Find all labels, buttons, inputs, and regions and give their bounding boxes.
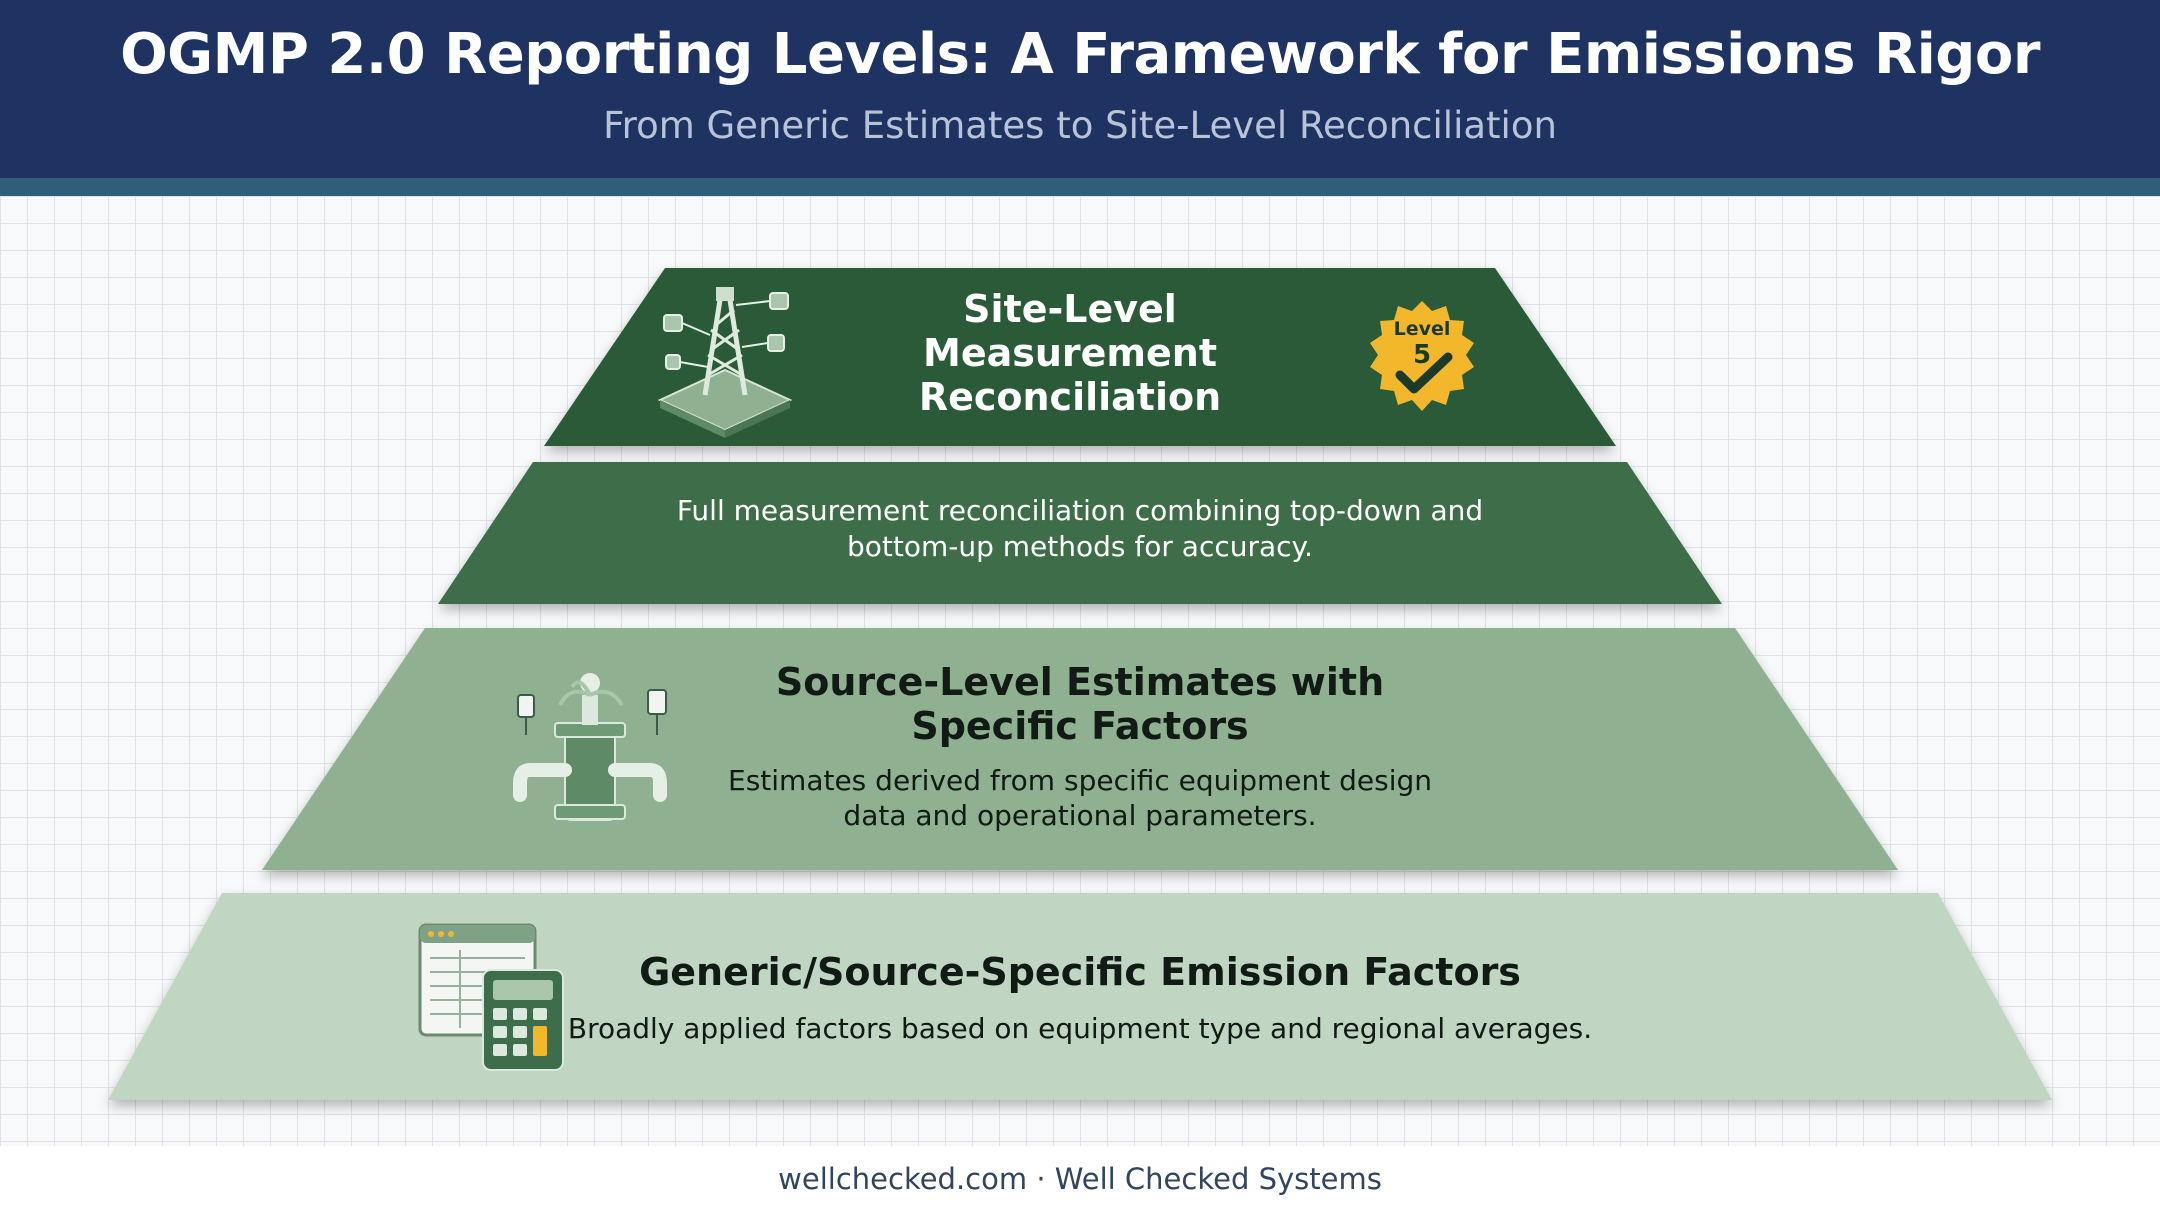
tier-third-shape bbox=[262, 628, 1898, 870]
badge-level-label: Level bbox=[1393, 318, 1451, 340]
tier-third-title: Source-Level Estimates with Specific Fac… bbox=[775, 660, 1385, 748]
tier-top-title: Site-Level Measurement Reconciliation bbox=[918, 287, 1222, 419]
calculator-spreadsheet-icon bbox=[418, 923, 564, 1071]
tier-third-description: Estimates derived from specific equipmen… bbox=[728, 764, 1432, 832]
tier-base-title: Generic/Source-Specific Emission Factors bbox=[639, 950, 1521, 994]
oil-rig-icon bbox=[657, 287, 793, 438]
tier-top-shape bbox=[544, 268, 1616, 446]
page-title: OGMP 2.0 Reporting Levels: A Framework f… bbox=[120, 22, 2040, 87]
valve-leak-icon bbox=[513, 673, 667, 821]
page-subtitle: From Generic Estimates to Site-Level Rec… bbox=[603, 104, 1557, 147]
tier-second-shape bbox=[438, 462, 1722, 604]
tier-base-shape bbox=[108, 893, 2052, 1100]
level-badge-icon bbox=[1370, 301, 1474, 411]
header-stripe bbox=[0, 178, 2160, 196]
footer-credit: wellchecked.com · Well Checked Systems bbox=[778, 1162, 1382, 1196]
tier-second-description: Full measurement reconciliation combinin… bbox=[676, 494, 1484, 563]
badge-level-number: 5 bbox=[1412, 340, 1432, 370]
header-banner bbox=[0, 0, 2160, 178]
tier-base-description: Broadly applied factors based on equipme… bbox=[567, 1012, 1593, 1045]
footer bbox=[0, 1146, 2160, 1206]
